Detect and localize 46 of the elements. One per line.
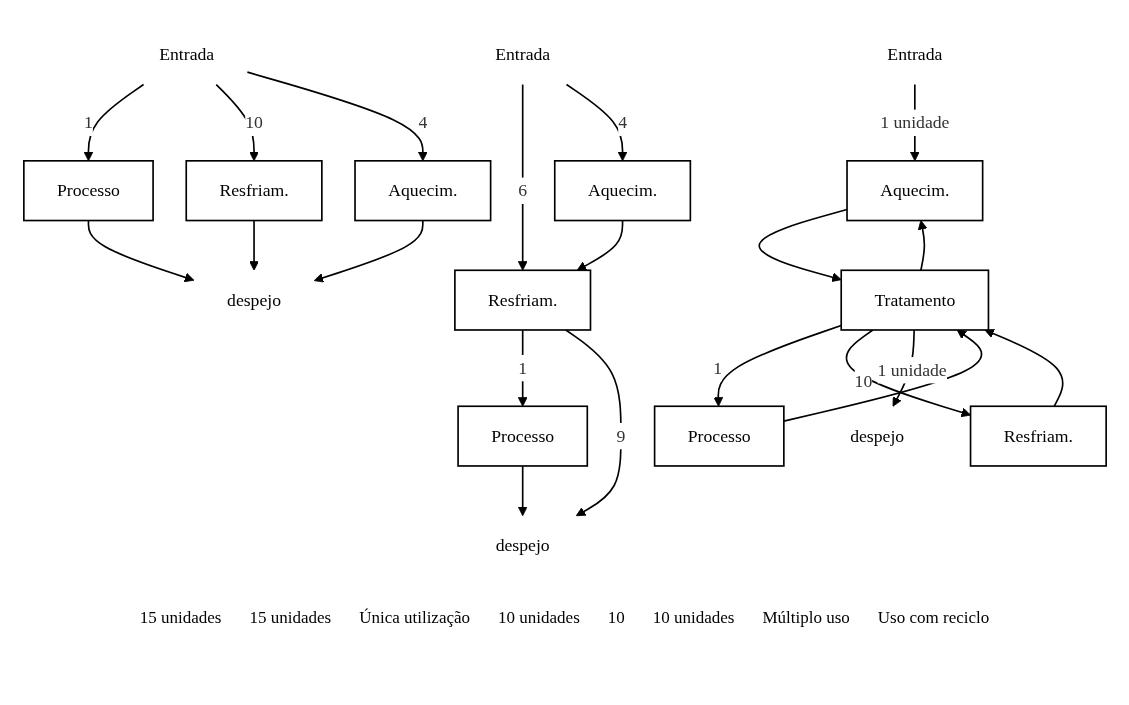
edge-label: 4 xyxy=(617,112,627,132)
note-text: 10 xyxy=(607,608,625,628)
node-box: Aquecim. xyxy=(353,159,491,222)
node-box: Aquecim. xyxy=(553,159,691,222)
note-text: 15 unidades xyxy=(249,608,332,628)
arrow xyxy=(917,219,927,271)
edge-label: 1 xyxy=(83,112,93,132)
note-text: 10 unidades xyxy=(498,608,580,628)
edge-label: 6 xyxy=(517,180,527,200)
node-text: despejo xyxy=(495,535,550,555)
node-box: Tratamento xyxy=(839,269,989,331)
edge-label: 4 xyxy=(417,112,427,132)
node-box: Processo xyxy=(456,405,588,467)
note-text: 15 unidades xyxy=(139,608,222,628)
arrow xyxy=(517,83,528,271)
edge-label: 1 unidade xyxy=(876,360,947,380)
arrow xyxy=(576,219,623,271)
arrow xyxy=(313,219,424,283)
node-text: despejo xyxy=(226,290,281,309)
edge-label: 1 xyxy=(712,358,722,377)
edge-label: 1 xyxy=(517,358,527,377)
node-box: Processo xyxy=(653,405,785,467)
node-text: Entrada xyxy=(494,44,550,64)
node-box: Aquecim. xyxy=(845,159,983,222)
node-box: Resfriam. xyxy=(969,405,1107,467)
node-box: Processo xyxy=(22,159,154,222)
arrow xyxy=(517,329,528,407)
note-text: 10 unidades xyxy=(652,608,735,628)
node-box: Resfriam. xyxy=(453,269,591,331)
node-text: Entrada xyxy=(158,44,214,64)
node-text: Entrada xyxy=(886,44,942,64)
node-text: despejo xyxy=(849,426,904,445)
arrow xyxy=(87,219,194,282)
edge-label: 10 xyxy=(854,371,872,391)
edge-label: 10 xyxy=(244,112,263,132)
note-text: Múltiplo uso xyxy=(762,608,850,628)
arrow xyxy=(246,71,428,162)
edge-label: 9 xyxy=(616,426,625,445)
note-text: Uso com reciclo xyxy=(877,608,990,628)
arrow xyxy=(83,83,144,162)
node-box: Resfriam. xyxy=(184,159,323,222)
arrow xyxy=(248,219,259,271)
edge-label: 1 unidade xyxy=(879,112,949,132)
arrow xyxy=(565,83,627,162)
arrow xyxy=(517,465,528,516)
note-text: Única utilização xyxy=(359,608,471,628)
